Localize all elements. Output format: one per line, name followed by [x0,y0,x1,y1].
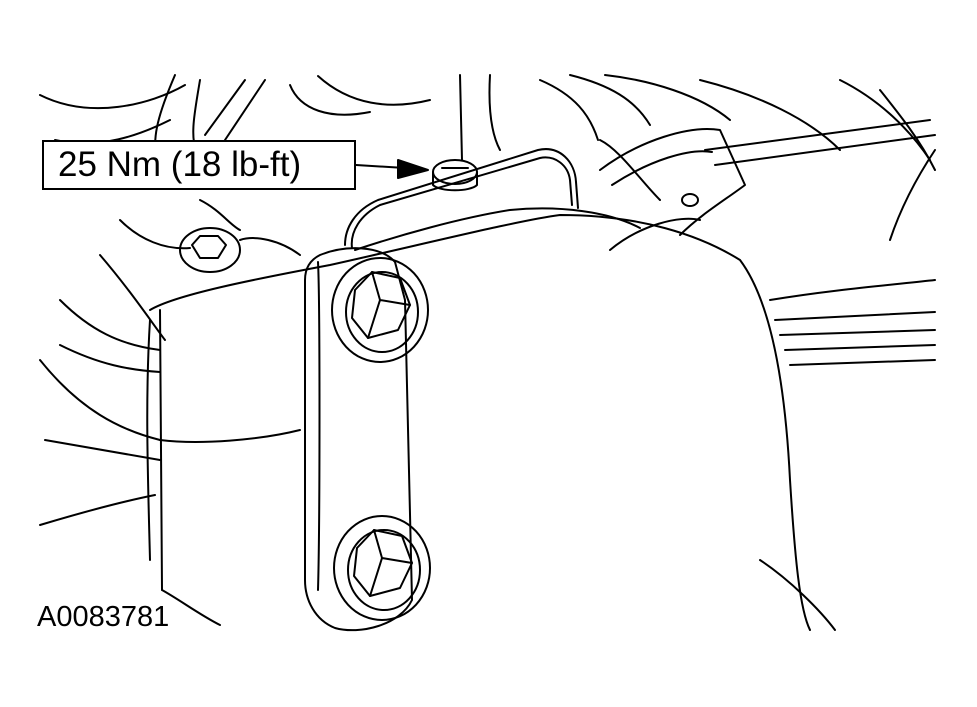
figure-id-label: A0083781 [37,601,170,633]
torque-spec-label: 25 Nm (18 lb-ft) [58,145,302,184]
arrow-right-icon [355,159,429,179]
top-stud [432,159,478,192]
upper-link-bolt [331,257,429,363]
link-arm [304,247,413,632]
mount-housing [146,148,836,631]
torque-callout-box: 25 Nm (18 lb-ft) [42,140,356,190]
lower-link-bolt [333,515,431,621]
upper-left-bolt [179,227,301,273]
background-components [39,74,936,526]
right-bracket [599,128,746,251]
